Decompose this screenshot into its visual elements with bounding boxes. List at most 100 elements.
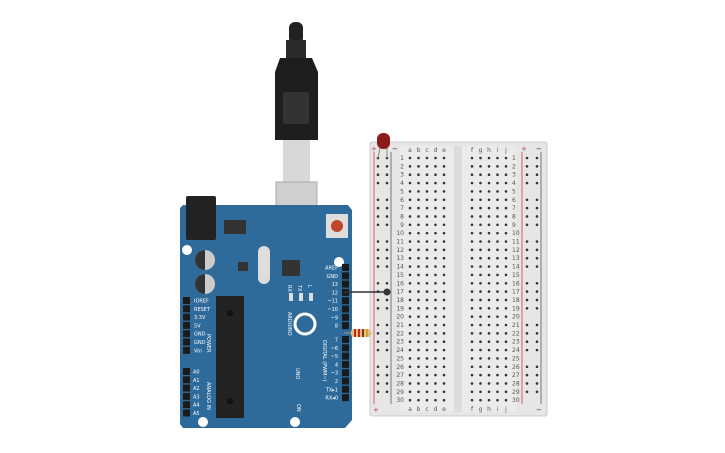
rail-hole[interactable]: [385, 215, 389, 218]
rail-hole[interactable]: [376, 248, 380, 252]
breadboard-hole[interactable]: [417, 365, 420, 369]
breadboard-hole[interactable]: [504, 323, 508, 327]
breadboard-hole[interactable]: [434, 398, 437, 402]
breadboard-hole[interactable]: [470, 365, 474, 369]
header-pin[interactable]: [342, 280, 349, 288]
rail-hole[interactable]: [525, 215, 529, 218]
breadboard-hole[interactable]: [408, 373, 412, 377]
breadboard-hole[interactable]: [504, 265, 508, 268]
breadboard-hole[interactable]: [417, 281, 420, 285]
rail-hole[interactable]: [385, 382, 389, 385]
rail-hole[interactable]: [535, 373, 539, 377]
breadboard-hole[interactable]: [487, 165, 491, 168]
header-pin[interactable]: [342, 313, 349, 321]
breadboard-hole[interactable]: [470, 248, 474, 252]
breadboard-hole[interactable]: [504, 382, 508, 385]
breadboard-hole[interactable]: [434, 332, 437, 335]
breadboard-hole[interactable]: [442, 256, 446, 260]
header-pin[interactable]: [183, 305, 190, 313]
breadboard-hole[interactable]: [504, 307, 508, 310]
breadboard-hole[interactable]: [408, 348, 412, 352]
breadboard-hole[interactable]: [496, 173, 499, 176]
rail-hole[interactable]: [385, 323, 389, 327]
breadboard-hole[interactable]: [408, 281, 412, 285]
breadboard-hole[interactable]: [434, 173, 437, 176]
breadboard-hole[interactable]: [487, 398, 491, 402]
breadboard-hole[interactable]: [496, 256, 499, 260]
rail-hole[interactable]: [376, 348, 380, 352]
breadboard-hole[interactable]: [442, 223, 446, 227]
breadboard-hole[interactable]: [496, 323, 499, 327]
breadboard-hole[interactable]: [434, 382, 437, 385]
header-pin[interactable]: [342, 394, 349, 402]
breadboard-hole[interactable]: [408, 382, 412, 385]
rail-hole[interactable]: [385, 181, 389, 185]
breadboard-hole[interactable]: [496, 156, 499, 160]
rail-hole[interactable]: [535, 215, 539, 218]
breadboard-hole[interactable]: [408, 290, 412, 293]
breadboard-hole[interactable]: [442, 248, 446, 252]
rail-hole[interactable]: [525, 198, 529, 202]
breadboard-hole[interactable]: [504, 298, 508, 302]
breadboard-hole[interactable]: [504, 348, 508, 352]
breadboard-hole[interactable]: [425, 273, 429, 277]
breadboard-hole[interactable]: [434, 206, 437, 210]
rail-hole[interactable]: [385, 248, 389, 252]
breadboard-hole[interactable]: [425, 265, 429, 268]
breadboard-hole[interactable]: [487, 323, 491, 327]
breadboard-hole[interactable]: [504, 156, 508, 160]
breadboard-hole[interactable]: [425, 173, 429, 176]
breadboard-hole[interactable]: [408, 256, 412, 260]
breadboard-hole[interactable]: [442, 348, 446, 352]
breadboard-hole[interactable]: [496, 165, 499, 168]
breadboard-hole[interactable]: [417, 181, 420, 185]
rail-hole[interactable]: [525, 156, 529, 160]
breadboard-hole[interactable]: [496, 357, 499, 360]
breadboard-hole[interactable]: [504, 206, 508, 210]
breadboard-hole[interactable]: [479, 398, 482, 402]
breadboard-hole[interactable]: [504, 215, 508, 218]
breadboard-hole[interactable]: [479, 223, 482, 227]
breadboard-hole[interactable]: [417, 215, 420, 218]
breadboard-hole[interactable]: [425, 298, 429, 302]
rail-hole[interactable]: [535, 365, 539, 369]
header-pin[interactable]: [183, 409, 190, 417]
rail-hole[interactable]: [535, 240, 539, 243]
breadboard-hole[interactable]: [417, 248, 420, 252]
breadboard-hole[interactable]: [425, 206, 429, 210]
rail-hole[interactable]: [535, 298, 539, 302]
breadboard-hole[interactable]: [496, 248, 499, 252]
rail-hole[interactable]: [525, 165, 529, 168]
breadboard-hole[interactable]: [479, 181, 482, 185]
breadboard-hole[interactable]: [470, 315, 474, 318]
header-pin[interactable]: [342, 377, 349, 385]
breadboard-hole[interactable]: [479, 382, 482, 385]
breadboard-hole[interactable]: [434, 223, 437, 227]
breadboard-hole[interactable]: [470, 373, 474, 377]
breadboard-hole[interactable]: [442, 307, 446, 310]
breadboard-hole[interactable]: [504, 398, 508, 402]
breadboard-hole[interactable]: [425, 307, 429, 310]
breadboard-hole[interactable]: [487, 190, 491, 193]
resistor[interactable]: [344, 329, 372, 337]
breadboard-hole[interactable]: [434, 281, 437, 285]
rail-hole[interactable]: [385, 298, 389, 302]
breadboard-hole[interactable]: [425, 156, 429, 160]
rail-hole[interactable]: [535, 248, 539, 252]
rail-hole[interactable]: [535, 382, 539, 385]
rail-hole[interactable]: [385, 165, 389, 168]
breadboard-hole[interactable]: [496, 332, 499, 335]
breadboard-hole[interactable]: [425, 190, 429, 193]
breadboard-hole[interactable]: [434, 215, 437, 218]
breadboard-hole[interactable]: [425, 231, 429, 235]
breadboard-hole[interactable]: [408, 273, 412, 277]
breadboard-hole[interactable]: [504, 290, 508, 293]
breadboard-hole[interactable]: [408, 173, 412, 176]
rail-hole[interactable]: [535, 390, 539, 394]
breadboard-hole[interactable]: [417, 357, 420, 360]
rail-hole[interactable]: [525, 248, 529, 252]
breadboard-hole[interactable]: [408, 340, 412, 344]
breadboard-hole[interactable]: [417, 223, 420, 227]
breadboard-hole[interactable]: [434, 240, 437, 243]
rail-hole[interactable]: [535, 290, 539, 293]
